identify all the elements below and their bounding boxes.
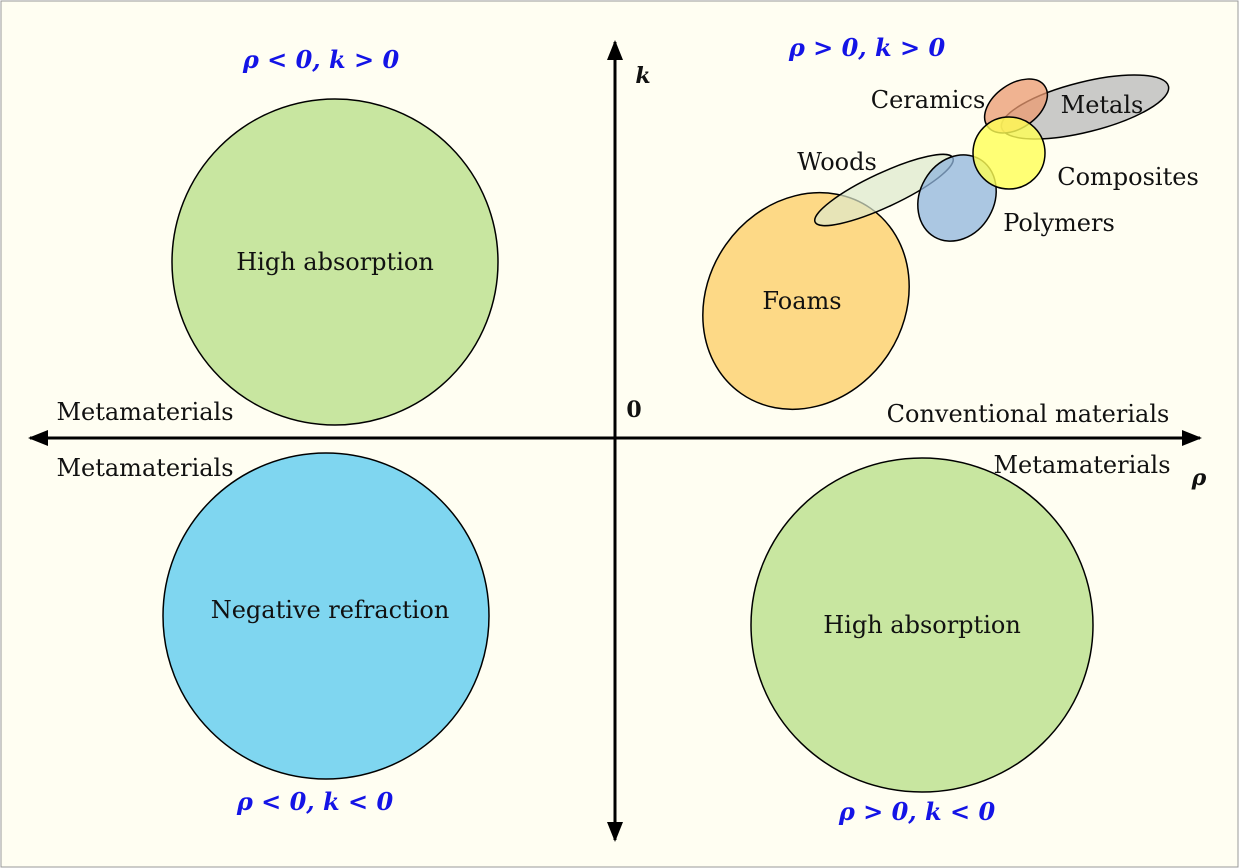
ceramics-label: Ceramics bbox=[871, 86, 986, 114]
composites-label: Composites bbox=[1057, 163, 1199, 191]
k-axis-label: k bbox=[635, 63, 650, 89]
negative-refraction-region bbox=[162, 452, 490, 780]
woods-label: Woods bbox=[797, 148, 877, 176]
rho-axis-label: ρ bbox=[1191, 465, 1207, 491]
metamaterials-label-left-lower: Metamaterials bbox=[56, 454, 233, 482]
negative-refraction-label: Negative refraction bbox=[211, 596, 450, 624]
high-absorption-label-bottom-right: High absorption bbox=[823, 611, 1021, 639]
origin-label: 0 bbox=[626, 397, 641, 423]
quadrant-label-bottom-left: ρ < 0, k < 0 bbox=[236, 787, 394, 816]
high-absorption-region-top-left bbox=[171, 98, 499, 426]
high-absorption-region-bottom-right bbox=[750, 457, 1094, 793]
polymers-label: Polymers bbox=[1003, 209, 1115, 237]
quadrant-label-top-right: ρ > 0, k > 0 bbox=[788, 33, 946, 62]
quadrant-label-top-left: ρ < 0, k > 0 bbox=[242, 45, 400, 74]
foams-label: Foams bbox=[762, 287, 841, 315]
conventional-materials-label: Conventional materials bbox=[887, 400, 1170, 428]
metamaterials-label-left-upper: Metamaterials bbox=[56, 398, 233, 426]
composites-circle bbox=[972, 116, 1046, 190]
quadrant-label-bottom-right: ρ > 0, k < 0 bbox=[838, 797, 996, 826]
metals-label: Metals bbox=[1061, 91, 1144, 119]
metamaterials-label-right: Metamaterials bbox=[993, 451, 1170, 479]
high-absorption-label-top-left: High absorption bbox=[236, 248, 434, 276]
